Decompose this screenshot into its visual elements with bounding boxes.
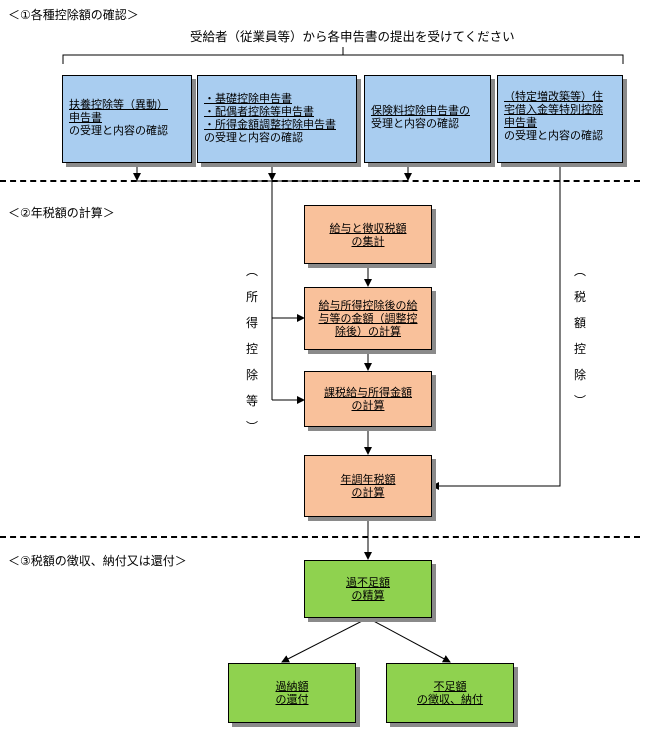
income-deduction-label: ︵ 所 得 控 除 等 ︶ (244, 258, 260, 440)
box-line: 過不足額 (346, 576, 390, 589)
box-line: ・基礎控除申告書 (204, 92, 292, 105)
label-char: 所 (245, 290, 258, 304)
box-refund: 過納額 の還付 (228, 663, 356, 723)
box-line: 受理と内容の確認 (371, 117, 459, 130)
label-char: 等 (245, 394, 258, 408)
label-char: ︵ (245, 264, 258, 278)
banner-bracket (62, 54, 624, 64)
label-char: 控 (573, 342, 586, 356)
label-char: 税 (573, 290, 586, 304)
box-line: の計算 (351, 399, 385, 412)
box-line: 扶養控除等（異動） (69, 98, 168, 111)
box-line: 申告書 (69, 111, 102, 124)
box-taxable-income: 課税給与所得金額 の計算 (304, 371, 432, 427)
label-char: 得 (245, 316, 258, 330)
label-char: 額 (573, 316, 586, 330)
box-line: 課税給与所得金額 (324, 386, 412, 399)
box-line: 申告書 (504, 116, 537, 129)
box-line: 給与と徴収税額 (329, 221, 407, 235)
box-line: の受理と内容の確認 (504, 129, 603, 142)
box-line: の精算 (351, 589, 385, 602)
banner-text: 受給者（従業員等）から各申告書の提出を受けてください (190, 29, 515, 44)
box-line: ・所得金額調整控除申告書 (204, 118, 336, 131)
box-income-after-deduction: 給与所得控除後の給 与等の金額（調整控 除後）の計算 (304, 287, 432, 350)
box-settlement: 過不足額 の精算 (304, 560, 432, 618)
label-char: 除 (245, 368, 258, 382)
box-line: 過納額 (275, 680, 309, 693)
box-line: 与等の金額（調整控 (318, 312, 418, 325)
box-line: の集計 (351, 234, 385, 248)
section-2-label: ＜②年税額の計算＞ (8, 206, 115, 220)
box-line: の還付 (275, 693, 309, 706)
box-line: の受理と内容の確認 (204, 131, 303, 144)
box-salary-aggregation: 給与と徴収税額 の集計 (304, 205, 432, 264)
tax-credit-label: ︵ 税 額 控 除 ︶ (572, 258, 588, 414)
box-line: 年調年税額 (340, 473, 396, 486)
section-1-label: ＜①各種控除額の確認＞ (8, 8, 139, 22)
box-line: 給与所得控除後の給 (318, 299, 418, 312)
label-char: ︶ (245, 420, 258, 434)
box-collection: 不足額 の徴収、納付 (386, 663, 514, 723)
box-housing-loan-deduction: （特定増改築等）住 宅借入金等特別控除 申告書 の受理と内容の確認 (497, 75, 623, 163)
box-line: の受理と内容の確認 (69, 124, 168, 137)
box-annual-tax: 年調年税額 の計算 (304, 455, 432, 517)
box-line: 保険料控除申告書の (371, 104, 470, 117)
box-line: 宅借入金等特別控除 (504, 103, 603, 116)
box-line: の徴収、納付 (417, 693, 483, 706)
box-basic-deduction: ・基礎控除申告書 ・配偶者控除等申告書 ・所得金額調整控除申告書 の受理と内容の… (197, 75, 357, 163)
label-char: 除 (573, 368, 586, 382)
section-3-label: ＜③税額の徴収、納付又は還付＞ (8, 554, 187, 568)
box-line: 除後）の計算 (335, 325, 401, 338)
label-char: 控 (245, 342, 258, 356)
box-line: （特定増改築等）住 (504, 90, 603, 103)
box-line: の計算 (351, 486, 385, 499)
divider-1 (0, 180, 640, 182)
box-dependent-deduction: 扶養控除等（異動） 申告書 の受理と内容の確認 (62, 75, 192, 163)
label-char: ︵ (573, 264, 586, 278)
box-insurance-deduction: 保険料控除申告書の 受理と内容の確認 (364, 75, 491, 163)
divider-2 (0, 536, 640, 538)
box-line: 不足額 (433, 680, 467, 693)
box-line: ・配偶者控除等申告書 (204, 105, 314, 118)
label-char: ︶ (573, 394, 586, 408)
